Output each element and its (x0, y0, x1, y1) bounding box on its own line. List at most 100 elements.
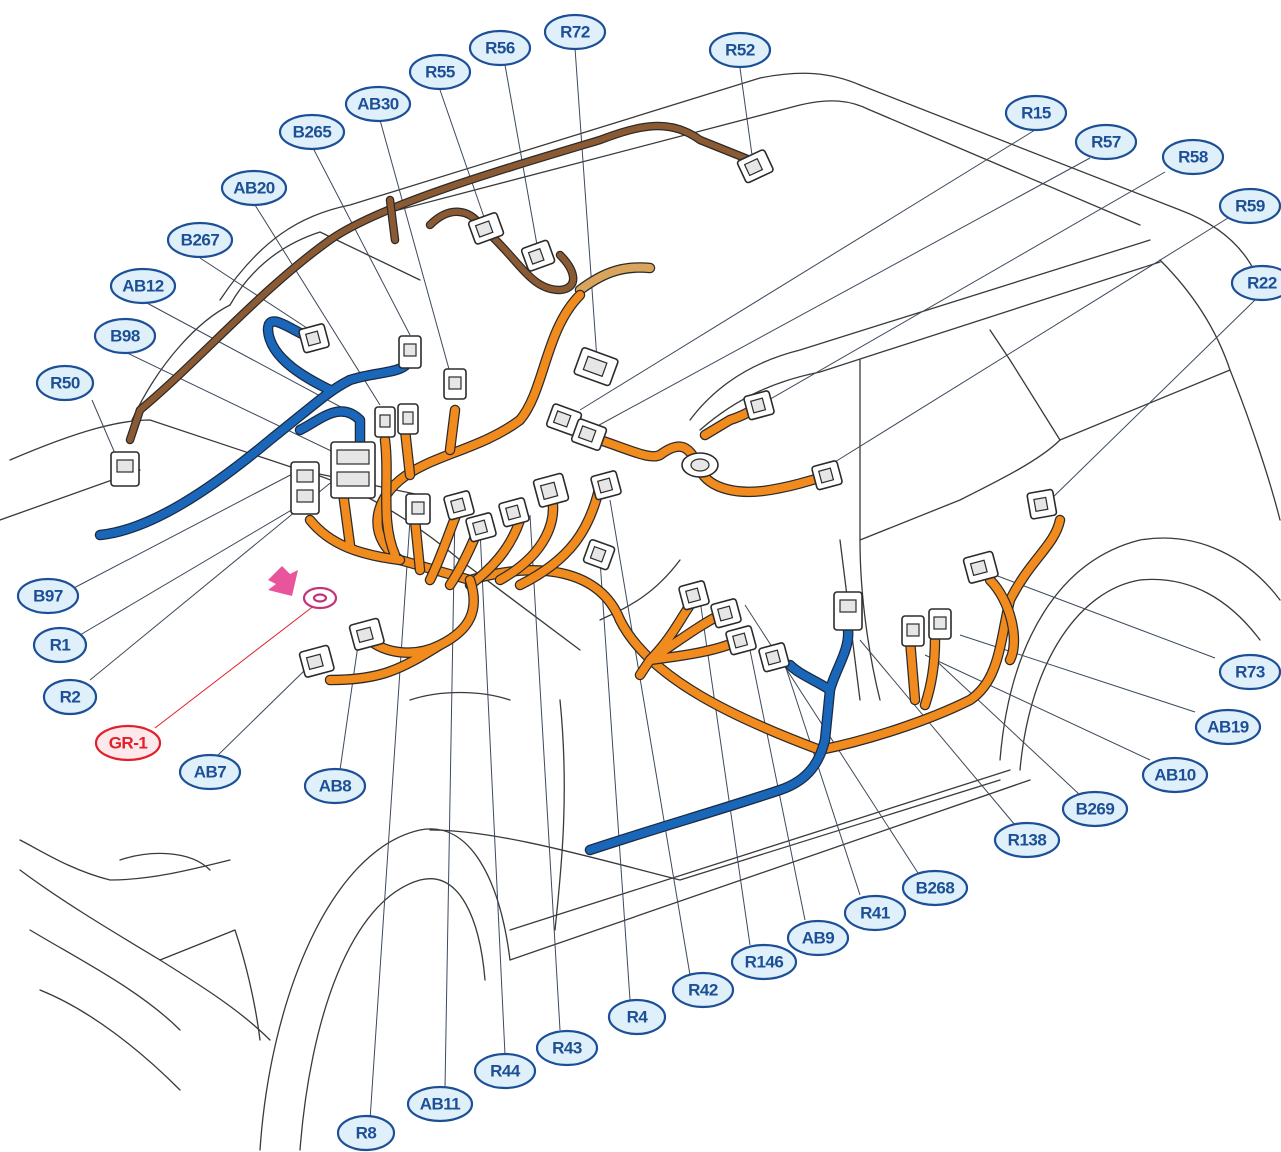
svg-text:R42: R42 (688, 981, 718, 1000)
svg-text:R57: R57 (1091, 133, 1121, 152)
label-ab30[interactable]: AB30 (344, 85, 412, 123)
connector-r72 (573, 347, 619, 387)
label-r43[interactable]: R43 (535, 1029, 599, 1067)
label-b269[interactable]: B269 (1061, 790, 1129, 828)
connector-r43 (498, 497, 530, 528)
svg-text:R72: R72 (560, 23, 590, 42)
connector-ab10 (901, 615, 925, 647)
svg-text:AB30: AB30 (357, 95, 399, 114)
svg-text:B269: B269 (1076, 800, 1115, 819)
label-ab7[interactable]: AB7 (178, 753, 242, 791)
ground-terminal (268, 566, 338, 610)
ground-pointer-arrow (268, 566, 298, 596)
svg-text:R2: R2 (60, 688, 81, 707)
leader-lines (69, 47, 1256, 1121)
label-r59[interactable]: R59 (1218, 187, 1281, 225)
label-r138[interactable]: R138 (993, 821, 1061, 859)
connector-r55 (467, 211, 505, 245)
connector-r56 (520, 239, 556, 272)
connector-r146 (590, 470, 622, 501)
svg-text:B268: B268 (916, 879, 955, 898)
svg-text:GR-1: GR-1 (109, 734, 148, 753)
label-ab12[interactable]: AB12 (109, 267, 177, 305)
harness-blue (94, 316, 854, 856)
label-b268[interactable]: B268 (901, 869, 969, 907)
label-r15[interactable]: R15 (1004, 94, 1068, 132)
svg-text:B265: B265 (293, 123, 332, 142)
svg-text:AB10: AB10 (1154, 766, 1196, 785)
connector-r58 (743, 390, 775, 421)
label-r2[interactable]: R2 (42, 678, 98, 716)
label-r73[interactable]: R73 (1218, 653, 1281, 691)
svg-text:AB19: AB19 (1207, 718, 1249, 737)
svg-text:R1: R1 (50, 636, 71, 655)
connector-ab9 (678, 580, 710, 611)
label-b267[interactable]: B267 (166, 221, 234, 259)
harness-brown (125, 121, 755, 445)
label-ab20[interactable]: AB20 (220, 169, 288, 207)
connector-r138 (758, 642, 790, 673)
label-b98[interactable]: B98 (93, 317, 157, 355)
svg-text:R8: R8 (356, 1124, 377, 1143)
harness-tan (574, 262, 656, 296)
connector-labels: R72 R56 R52 R55 AB30 B265 AB20 B267 AB12… (16, 13, 1281, 1152)
svg-text:R15: R15 (1021, 104, 1051, 123)
connector-b98 (330, 441, 376, 499)
svg-text:R55: R55 (425, 63, 455, 82)
label-r52[interactable]: R52 (708, 31, 772, 69)
svg-text:R52: R52 (725, 41, 755, 60)
connector-ab19 (928, 608, 952, 640)
svg-text:R73: R73 (1235, 663, 1265, 682)
svg-text:R146: R146 (745, 953, 784, 972)
label-r56[interactable]: R56 (468, 29, 532, 67)
label-r72[interactable]: R72 (543, 13, 607, 51)
label-ab8[interactable]: AB8 (303, 767, 367, 805)
svg-text:AB20: AB20 (233, 179, 275, 198)
svg-text:AB11: AB11 (420, 1095, 461, 1114)
label-r58[interactable]: R58 (1161, 138, 1225, 176)
label-r55[interactable]: R55 (408, 53, 472, 91)
label-b265[interactable]: B265 (278, 113, 346, 151)
connectors (110, 149, 1058, 678)
svg-text:R50: R50 (50, 374, 80, 393)
label-r4[interactable]: R4 (607, 998, 667, 1036)
svg-text:R138: R138 (1008, 831, 1047, 850)
label-ab9[interactable]: AB9 (786, 919, 850, 957)
label-r57[interactable]: R57 (1074, 123, 1138, 161)
connector-ab7 (298, 644, 335, 678)
label-r50[interactable]: R50 (35, 364, 95, 402)
label-ab10[interactable]: AB10 (1141, 756, 1209, 794)
svg-text:R4: R4 (627, 1008, 649, 1027)
label-b97[interactable]: B97 (16, 577, 80, 615)
svg-text:AB7: AB7 (194, 763, 227, 782)
connector-ab30 (443, 368, 467, 400)
connector-ab20 (397, 403, 419, 435)
connector-r73 (962, 550, 999, 584)
label-r44[interactable]: R44 (473, 1052, 537, 1090)
connector-r52 (736, 149, 774, 184)
label-r22[interactable]: R22 (1230, 264, 1281, 302)
connector-r44 (465, 512, 497, 543)
grommet (681, 452, 719, 478)
connector-b97 (290, 461, 320, 515)
svg-text:R22: R22 (1247, 274, 1277, 293)
connector-r42 (582, 538, 616, 571)
label-gr-1[interactable]: GR-1 (94, 724, 162, 762)
label-r146[interactable]: R146 (730, 943, 798, 981)
svg-text:R44: R44 (490, 1062, 521, 1081)
label-ab19[interactable]: AB19 (1194, 708, 1262, 746)
svg-text:AB12: AB12 (122, 277, 164, 296)
svg-text:R59: R59 (1235, 197, 1265, 216)
label-r1[interactable]: R1 (32, 626, 88, 664)
label-r8[interactable]: R8 (336, 1114, 396, 1152)
label-r41[interactable]: R41 (843, 894, 907, 932)
connector-ab11 (443, 490, 475, 521)
svg-text:B98: B98 (110, 327, 140, 346)
connector-r50 (110, 451, 140, 487)
connector-r41 (710, 598, 742, 629)
connector-r4 (532, 472, 570, 508)
label-ab11[interactable]: AB11 (406, 1085, 474, 1123)
label-r42[interactable]: R42 (671, 971, 735, 1009)
connector-b267 (298, 323, 330, 354)
connector-r22 (1026, 488, 1058, 520)
